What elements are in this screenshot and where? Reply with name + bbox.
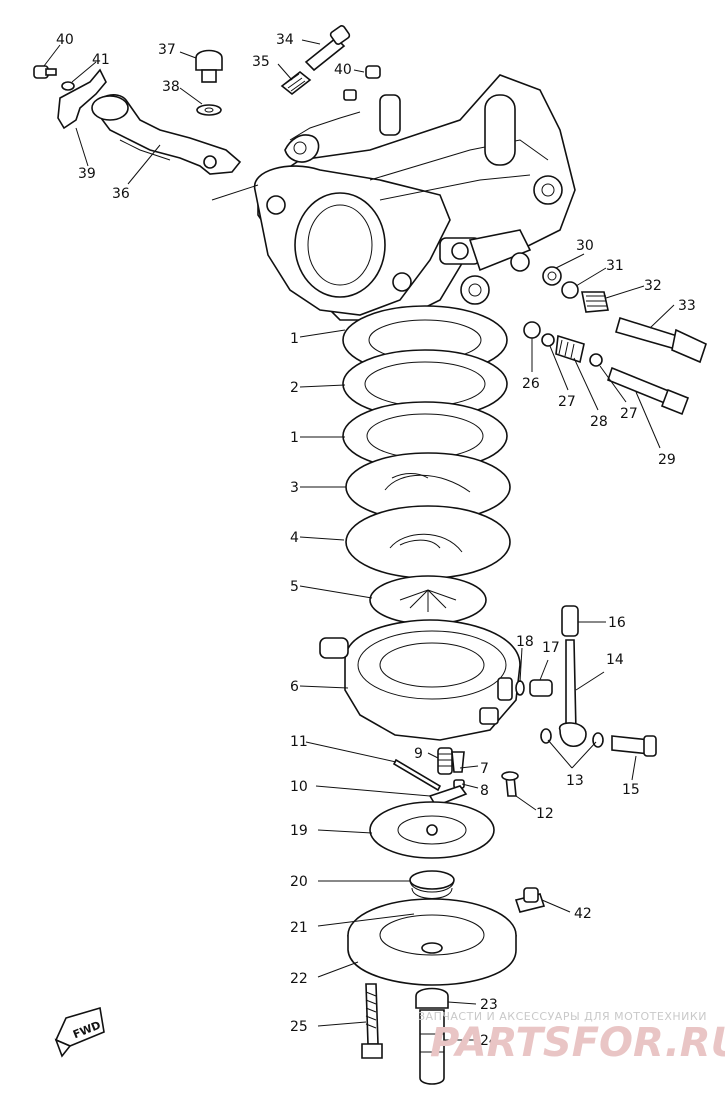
callout-23: 23: [480, 997, 498, 1013]
callout-5: 5: [290, 579, 299, 595]
callout-41: 41: [92, 52, 110, 68]
callout-12: 12: [536, 806, 554, 822]
callout-30: 30: [576, 238, 594, 254]
callout-28: 28: [590, 414, 608, 430]
callout-8: 8: [480, 783, 489, 799]
callout-31: 31: [606, 258, 624, 274]
callout-13: 13: [566, 773, 584, 789]
watermark-brand: PARTSFOR.RU: [430, 1020, 725, 1066]
callout-1: 1: [290, 331, 299, 347]
callout-35: 35: [252, 54, 270, 70]
watermark: ЗАПЧАСТИ И АКСЕССУАРЫ ДЛЯ МОТОТЕХНИКИ PA…: [418, 1010, 725, 1066]
watermark-tagline: ЗАПЧАСТИ И АКСЕССУАРЫ ДЛЯ МОТОТЕХНИКИ: [418, 1010, 707, 1023]
forward-direction-badge: FWD: [54, 1006, 105, 1058]
callout-6: 6: [290, 679, 299, 695]
callout-40: 40: [56, 32, 74, 48]
callout-15: 15: [622, 782, 640, 798]
callout-37: 37: [158, 42, 176, 58]
callout-40-second: 40: [334, 62, 352, 78]
callout-25: 25: [290, 1019, 308, 1035]
callout-29: 29: [658, 452, 676, 468]
choke-linkage: [57, 68, 259, 201]
callout-3: 3: [290, 480, 299, 496]
callout-2: 2: [290, 380, 299, 396]
callout-42: 42: [574, 906, 592, 922]
callout-9: 9: [414, 746, 423, 762]
callout-19: 19: [290, 823, 308, 839]
callout-34: 34: [276, 32, 294, 48]
lever-assembly: [515, 605, 657, 757]
upper-hardware: [33, 25, 707, 416]
callout-11: 11: [290, 734, 308, 750]
callout-26: 26: [522, 376, 540, 392]
carburetor-body: [253, 74, 576, 321]
callout-22: 22: [290, 971, 308, 987]
callout-38: 38: [162, 79, 180, 95]
callout-24: 24: [480, 1033, 498, 1049]
callout-27: 27: [558, 394, 576, 410]
callout-32: 32: [644, 278, 662, 294]
callout-27-second: 27: [620, 406, 638, 422]
callout-1-second: 1: [290, 430, 299, 446]
callout-33: 33: [678, 298, 696, 314]
pump-body: [319, 619, 521, 741]
callout-16: 16: [608, 615, 626, 631]
callout-10: 10: [290, 779, 308, 795]
callout-36: 36: [112, 186, 130, 202]
callout-39: 39: [78, 166, 96, 182]
callout-17: 17: [542, 640, 560, 656]
callout-18: 18: [516, 634, 534, 650]
gasket-stack: [342, 305, 511, 625]
callout-20: 20: [290, 874, 308, 890]
callout-4: 4: [290, 530, 299, 546]
callout-numbers: 1 1 2 3 4 5 6 7 8 9 10 11 12 13 14 15 16…: [56, 32, 696, 1049]
leader-lines: [43, 39, 675, 1041]
callout-14: 14: [606, 652, 624, 668]
lower-parts: [347, 747, 546, 1085]
callout-7: 7: [480, 761, 489, 777]
callout-21: 21: [290, 920, 308, 936]
